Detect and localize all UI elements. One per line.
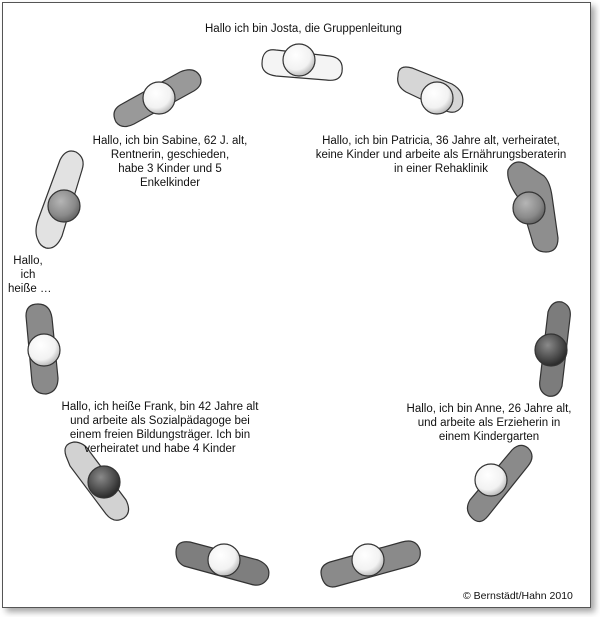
head-left-middle bbox=[27, 333, 61, 367]
label-anne: Hallo, ich bin Anne, 26 Jahre alt, und a… bbox=[406, 403, 572, 443]
head-right-upper bbox=[512, 191, 546, 225]
label-patricia: Hallo, ich bin Patricia, 36 Jahre alt, v… bbox=[315, 135, 567, 175]
head-lower-left bbox=[87, 465, 121, 499]
head-left-upper bbox=[47, 189, 81, 223]
label-sabine: Hallo, ich bin Sabine, 62 J. alt, Rentne… bbox=[92, 135, 248, 189]
person-right-upper bbox=[507, 161, 559, 253]
person-left-upper bbox=[35, 150, 84, 249]
copyright-note: © Bernstädt/Hahn 2010 bbox=[463, 590, 573, 602]
person-sabine bbox=[113, 69, 202, 128]
head-patricia bbox=[420, 81, 454, 115]
person-lower-left bbox=[64, 441, 130, 521]
person-left-middle bbox=[25, 303, 61, 395]
person-josta bbox=[261, 43, 343, 81]
head-josta bbox=[282, 43, 316, 77]
label-josta: Hallo ich bin Josta, die Gruppenleitung bbox=[205, 23, 402, 35]
person-bottom-right bbox=[320, 540, 421, 588]
person-bottom-left bbox=[175, 541, 270, 586]
person-patricia bbox=[397, 66, 464, 115]
head-bottom-right bbox=[351, 543, 385, 577]
person-right-middle bbox=[534, 301, 571, 397]
head-right-middle bbox=[534, 333, 568, 367]
head-lower-right bbox=[474, 463, 508, 497]
label-frank: Hallo, ich heiße Frank, bin 42 Jahre alt… bbox=[61, 401, 259, 455]
head-bottom-left bbox=[207, 543, 241, 577]
person-lower-right bbox=[466, 444, 533, 523]
head-sabine bbox=[142, 81, 176, 115]
label-unknown: Hallo, ich heiße … bbox=[8, 255, 52, 295]
